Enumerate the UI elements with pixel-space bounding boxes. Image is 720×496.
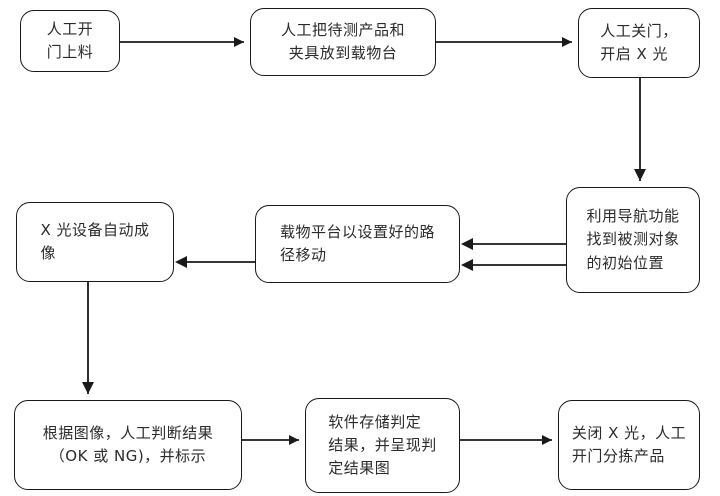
flowchart-node-label: 关闭 X 光，人工 开门分拣产品 bbox=[571, 423, 687, 465]
flowchart-node-label: X 光设备自动成 像 bbox=[40, 220, 150, 262]
arrow-head-icon bbox=[289, 435, 299, 445]
arrow-head-icon bbox=[542, 435, 552, 445]
arrow-head-icon bbox=[175, 256, 187, 268]
arrow-head-icon bbox=[234, 37, 244, 47]
flowchart-node-label: 载物平台以设置好的路 径移动 bbox=[279, 222, 435, 264]
arrow-head-icon bbox=[562, 37, 572, 47]
flowchart-node-n5[interactable]: 载物平台以设置好的路 径移动 bbox=[255, 205, 460, 283]
flowchart-node-label: 人工把待测产品和 夹具放到载物台 bbox=[280, 20, 405, 62]
flowchart-node-label: 人工开 门上料 bbox=[46, 19, 94, 61]
arrow-head-icon bbox=[82, 382, 94, 394]
flowchart-node-label: 利用导航功能 找到被测对象 的初始位置 bbox=[586, 207, 680, 272]
arrow-head-icon bbox=[461, 238, 473, 250]
flowchart-node-n7[interactable]: 根据图像，人工判断结果 （OK 或 NG)，并标示 bbox=[14, 400, 242, 490]
flowchart-node-n3[interactable]: 人工关门， 开启 X 光 bbox=[578, 8, 700, 78]
flowchart-node-n2[interactable]: 人工把待测产品和 夹具放到载物台 bbox=[250, 8, 436, 76]
flowchart-node-label: 根据图像，人工判断结果 （OK 或 NG)，并标示 bbox=[42, 423, 214, 465]
flowchart-node-n8[interactable]: 软件存储判定 结果，并呈现判 定结果图 bbox=[305, 398, 460, 493]
flowchart-node-label: 人工关门， 开启 X 光 bbox=[600, 21, 678, 63]
arrow-head-icon bbox=[461, 259, 473, 271]
flowchart-node-label: 软件存储判定 结果，并呈现判 定结果图 bbox=[328, 412, 437, 478]
flowchart-node-n1[interactable]: 人工开 门上料 bbox=[20, 10, 120, 72]
arrow-head-icon bbox=[634, 169, 646, 181]
flowchart-node-n6[interactable]: X 光设备自动成 像 bbox=[16, 202, 174, 282]
flowchart-node-n9[interactable]: 关闭 X 光，人工 开门分拣产品 bbox=[558, 400, 700, 490]
flowchart-node-n4[interactable]: 利用导航功能 找到被测对象 的初始位置 bbox=[566, 187, 700, 293]
